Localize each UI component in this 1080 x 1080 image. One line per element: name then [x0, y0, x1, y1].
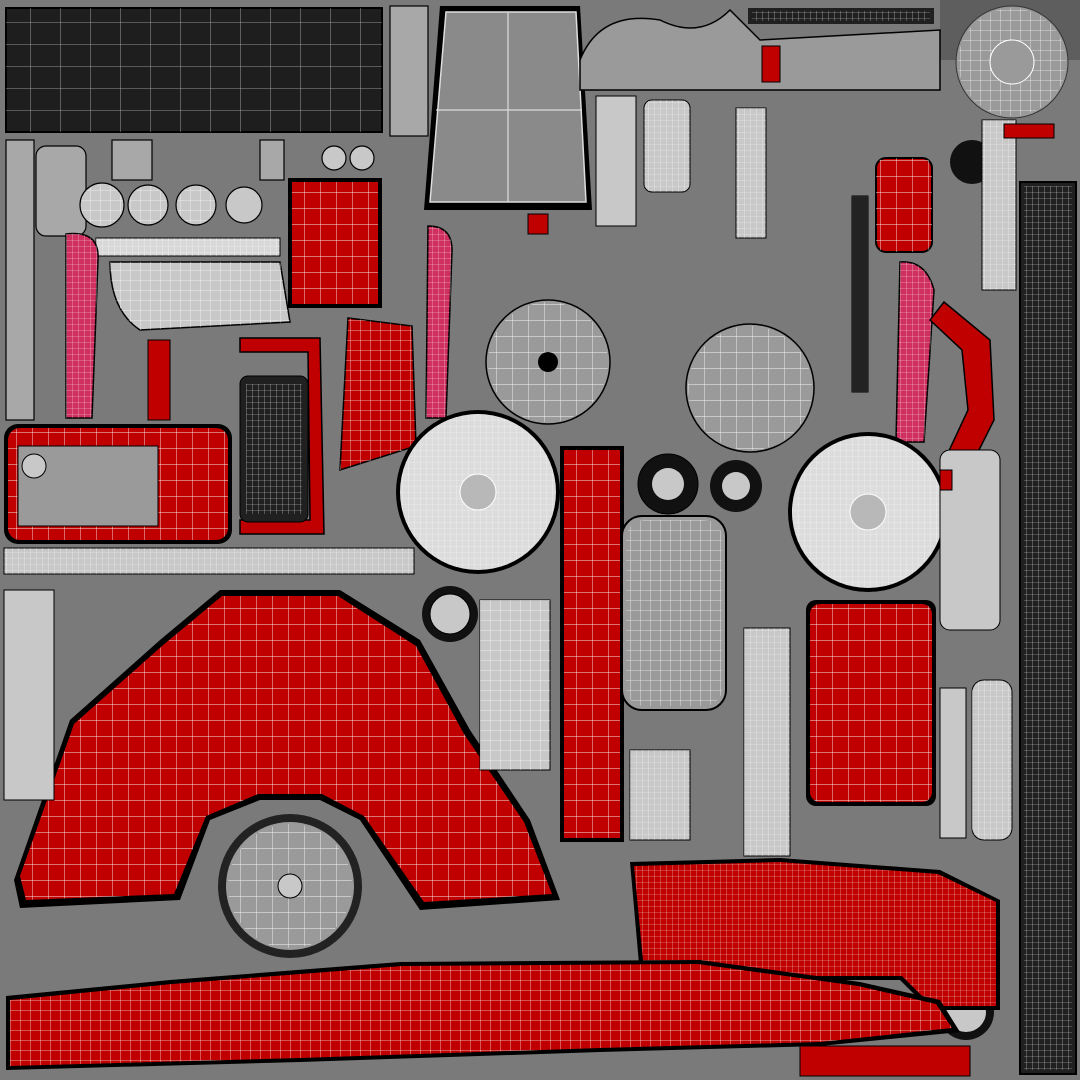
uv-island-seat-dark	[239, 375, 309, 523]
uv-island-dark-column	[1019, 181, 1077, 1075]
uv-island-grid-panel	[5, 7, 383, 133]
uv-island-windshield	[424, 6, 592, 210]
uv-island-body-panel-red	[288, 178, 382, 308]
uv-island-seat-red-right	[806, 600, 936, 806]
uv-island-bottom-strip-red	[6, 960, 960, 1070]
uv-island-wheel-right	[788, 432, 948, 592]
uv-island-fan-disc	[218, 814, 362, 958]
uv-island-grille-strip	[95, 237, 291, 331]
uv-island-hub-disc-2	[685, 323, 815, 453]
uv-island-tank-gray	[621, 515, 727, 711]
uv-island-body-shell-red	[14, 590, 560, 910]
uv-island-wheel-left	[396, 410, 560, 574]
uv-island-hub-disc-1	[485, 299, 611, 425]
uv-island-console-red	[4, 424, 232, 544]
uv-island-wheel-rim-top	[955, 5, 1069, 119]
uv-island-red-strip	[560, 446, 624, 842]
